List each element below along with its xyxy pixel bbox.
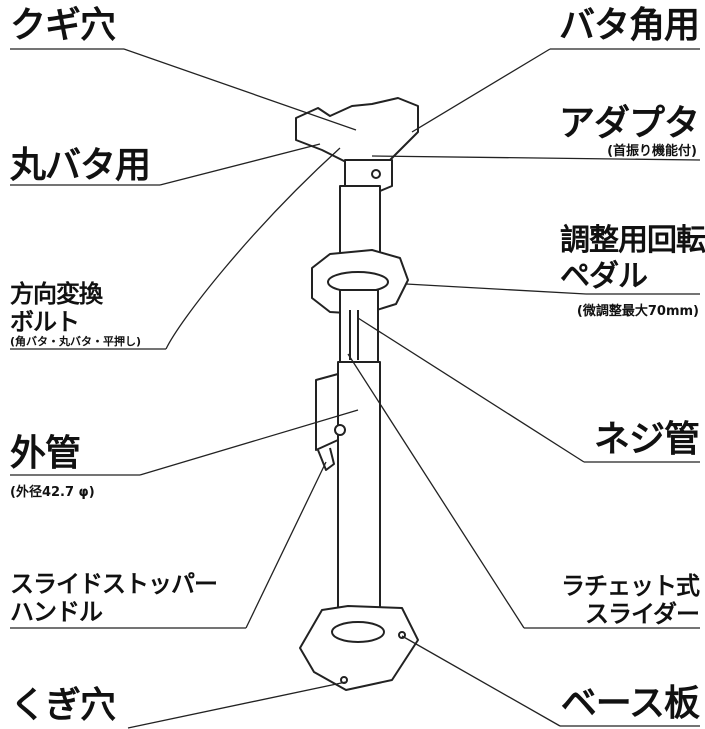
label-stopper-line1: スライドストッパー	[10, 570, 218, 598]
base-plate	[299, 605, 419, 691]
label-base: ベース板	[560, 683, 700, 724]
label-gaikan: 外管	[10, 433, 81, 474]
stopper-pin	[334, 424, 346, 436]
outer-tube	[337, 361, 381, 633]
label-kugi-ana-top: クギ穴	[10, 5, 116, 46]
adapter-hole	[371, 169, 381, 179]
label-houkou-line1: 方向変換	[10, 280, 103, 308]
label-stopper-line2: ハンドル	[10, 598, 103, 626]
stopper-lever	[317, 447, 335, 471]
label-pedal-line1: 調整用回転	[560, 223, 705, 258]
label-adapter-note: (首振り機能付)	[607, 144, 697, 159]
label-maru-bata: 丸バタ用	[10, 145, 151, 186]
label-kugi-ana-bottom: くぎ穴	[10, 685, 116, 726]
label-houkou-note: (角バタ・丸バタ・平押し)	[10, 335, 142, 348]
base-collar	[331, 621, 385, 643]
top-cradle-adapter	[295, 97, 419, 165]
label-bata-kaku: バタ角用	[558, 5, 700, 46]
label-pedal-note: (微調整最大70mm)	[576, 304, 699, 319]
stopper-handle	[315, 373, 339, 451]
label-adapter: アダプタ	[558, 103, 700, 144]
label-gaikan-note: (外径42.7 φ)	[10, 485, 95, 500]
label-ratchet-line1: ラチェット式	[561, 572, 700, 600]
label-pedal-line2: ペダル	[560, 259, 648, 294]
label-neji: ネジ管	[593, 419, 700, 460]
label-houkou-line2: ボルト	[10, 308, 80, 336]
label-ratchet-line2: スライダー	[584, 600, 700, 628]
